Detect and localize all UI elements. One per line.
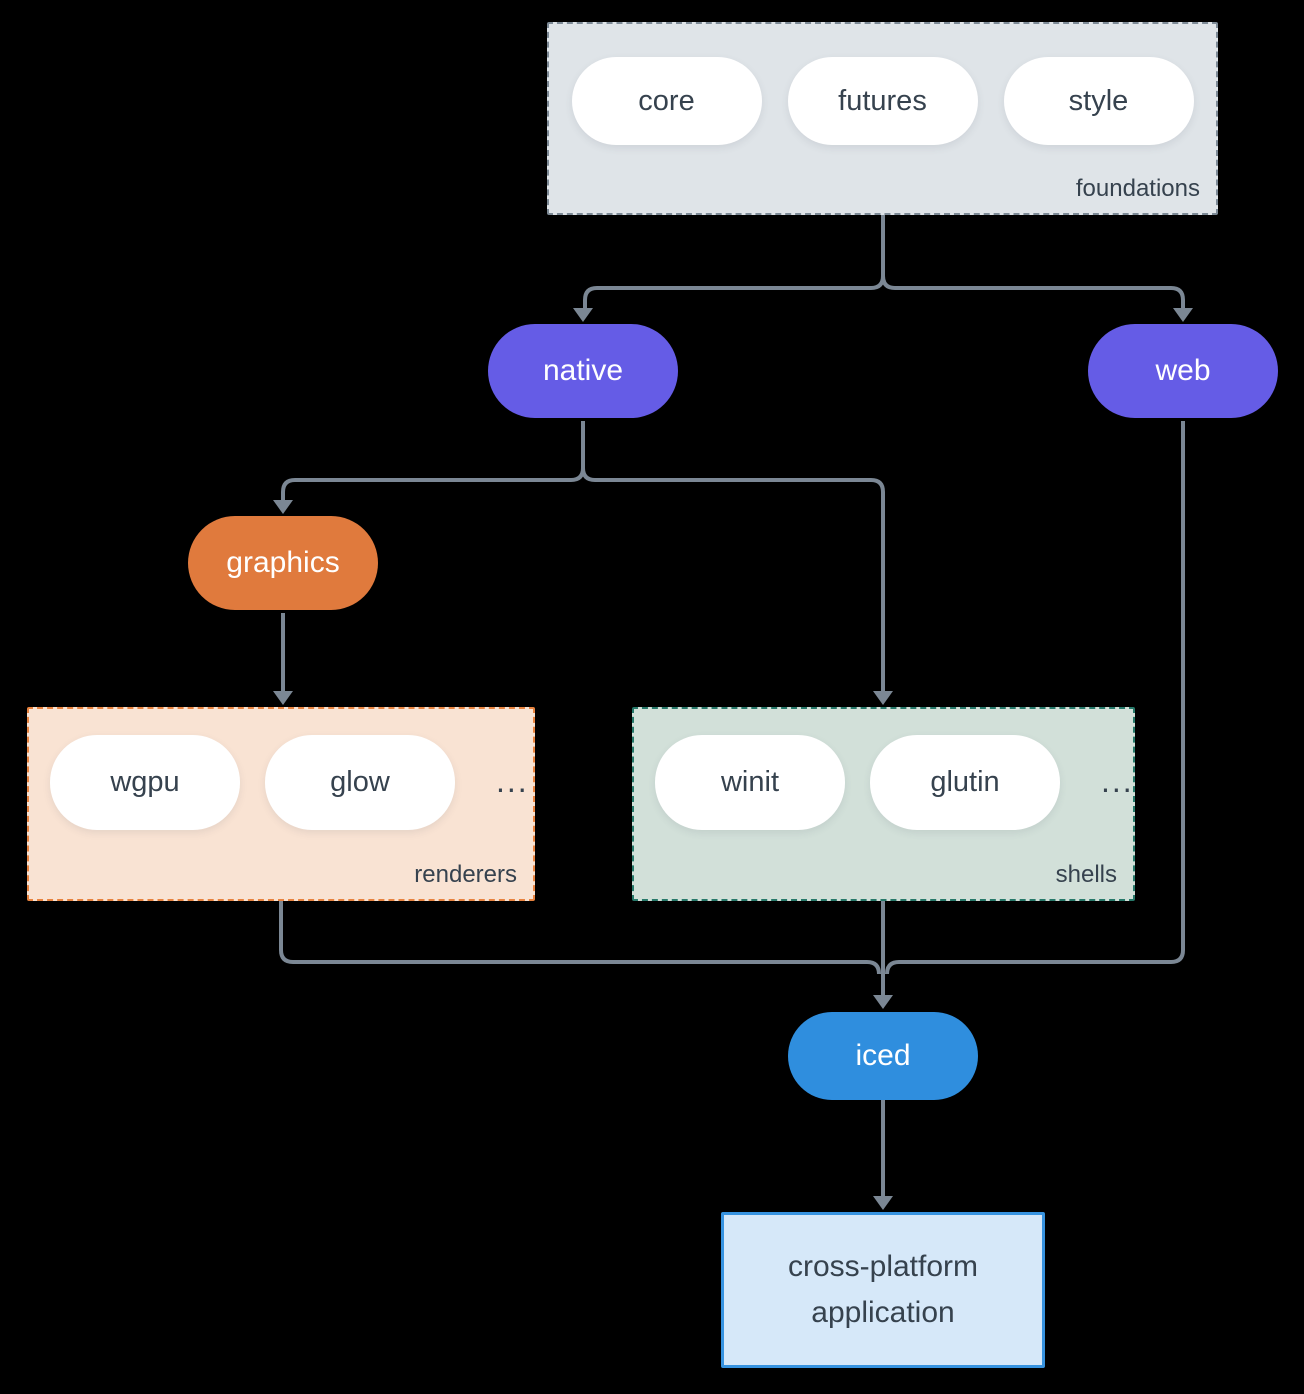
node-graphics: graphics (188, 516, 378, 610)
node-native-label: native (542, 354, 624, 387)
renderers-pills: wgpu glow ... (29, 709, 533, 830)
node-cross-platform-application: cross-platform application (721, 1212, 1045, 1368)
node-web-label: web (1155, 354, 1211, 387)
node-iced-label: iced (855, 1039, 911, 1072)
shells-pills: winit glutin ... (634, 709, 1133, 830)
pill-style-label: style (1068, 84, 1129, 117)
pill-winit-label: winit (720, 766, 779, 798)
group-renderers: wgpu glow ... renderers (27, 707, 535, 901)
pill-wgpu: wgpu (50, 735, 240, 830)
shells-ellipsis: ... (1101, 763, 1134, 799)
pill-core: core (571, 57, 762, 145)
node-graphics-label: graphics (226, 546, 340, 579)
pill-glutin-label: glutin (930, 766, 1000, 798)
group-foundations: core futures style foundations (547, 22, 1218, 215)
foundations-pills: core futures style (549, 24, 1216, 145)
pill-style: style (1003, 57, 1194, 145)
shells-group-label: shells (1055, 861, 1117, 888)
foundations-group-label: foundations (1075, 175, 1200, 202)
renderers-group-label: renderers (414, 861, 517, 888)
pill-glow-label: glow (330, 766, 390, 798)
node-iced: iced (788, 1012, 978, 1100)
pill-futures-label: futures (838, 84, 927, 117)
pill-glow: glow (265, 735, 455, 830)
app-label: cross-platform application (787, 1249, 979, 1330)
pill-futures: futures (787, 57, 978, 145)
pill-glutin: glutin (870, 735, 1060, 830)
node-web: web (1088, 324, 1278, 418)
pill-wgpu-label: wgpu (110, 766, 180, 798)
renderers-ellipsis: ... (496, 763, 529, 799)
group-shells: winit glutin ... shells (632, 707, 1135, 901)
pill-winit: winit (655, 735, 845, 830)
pill-core-label: core (638, 84, 695, 117)
node-native: native (488, 324, 678, 418)
